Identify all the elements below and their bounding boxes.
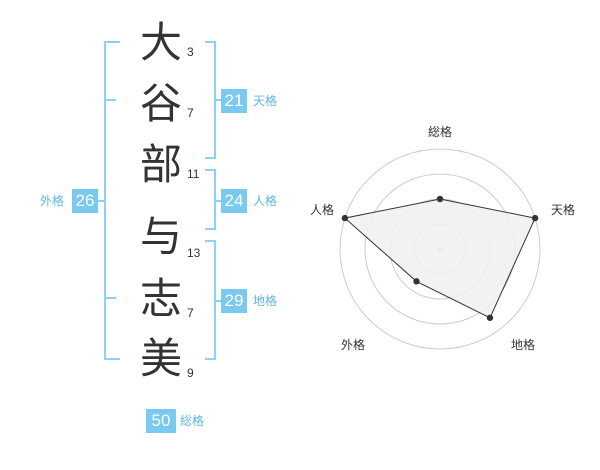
stroke-count-5: 7 [187, 306, 194, 320]
tenkaku-bracket [205, 41, 215, 43]
radar-axis-label-gaikaku: 外格 [341, 338, 366, 352]
chikaku-label: 地格 [253, 294, 278, 308]
soukaku-label: 総格 [180, 414, 205, 428]
name-char-4: 与 [140, 212, 183, 261]
radar-point-4 [413, 278, 420, 285]
jinkaku-bracket [205, 169, 215, 171]
radar-point-5 [341, 214, 349, 222]
jinkaku-label: 人格 [253, 194, 278, 208]
gaikaku-badge: 26 [72, 189, 98, 213]
radar-points [341, 195, 539, 321]
gaikaku-bracket [104, 41, 106, 360]
chikaku-badge: 29 [221, 289, 247, 313]
chikaku-bracket [205, 240, 215, 242]
radar-grid-ring [339, 148, 541, 350]
radar-point-2 [531, 214, 539, 222]
name-char-6: 美 [140, 334, 183, 383]
radar-axis-label-soukaku: 総格 [428, 125, 453, 139]
radar-point-1 [436, 195, 444, 203]
tenkaku-label: 天格 [253, 94, 278, 108]
stroke-count-2: 7 [187, 106, 194, 120]
jinkaku-badge: 24 [221, 189, 247, 213]
name-char-2: 谷 [140, 79, 183, 128]
stroke-count-3: 11 [187, 167, 200, 181]
tenkaku-badge: 21 [221, 89, 247, 113]
gaikaku-label: 外格 [40, 194, 65, 208]
radar-axis-label-chikaku: 地格 [511, 338, 536, 352]
radar-point-3 [486, 314, 494, 321]
stroke-count-4: 13 [187, 246, 201, 260]
stroke-count-6: 9 [187, 366, 194, 380]
name-char-1: 大 [140, 18, 183, 67]
radar-axis-label-jinkaku: 人格 [310, 203, 335, 217]
stroke-count-1: 3 [187, 45, 194, 59]
radar-area [343, 198, 536, 319]
radar-axis-label-tenkaku: 天格 [551, 203, 576, 217]
name-char-5: 志 [140, 274, 183, 323]
name-char-3: 部 [140, 140, 183, 189]
soukaku-badge: 50 [146, 409, 176, 433]
